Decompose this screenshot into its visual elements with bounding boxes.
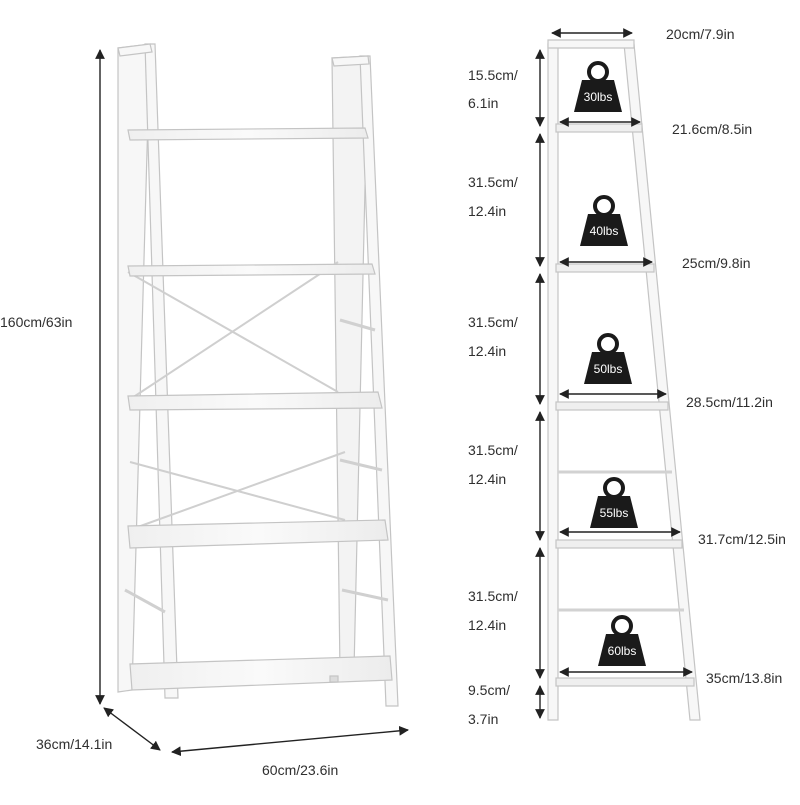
weight-label: 30lbs [584, 90, 613, 104]
spacing-4-cm: 31.5cm/ [468, 442, 518, 458]
spacing-5-cm: 31.5cm/ [468, 588, 518, 604]
spacing-1-cm: 15.5cm/ [468, 67, 518, 83]
rear-right-frame [331, 55, 369, 673]
weight-label: 55lbs [600, 506, 629, 520]
depth-label: 36cm/14.1in [36, 736, 113, 752]
top-bar-left [117, 43, 153, 57]
weight-label: 40lbs [590, 224, 619, 238]
side-view-ladder [547, 39, 701, 721]
width-arrow [171, 725, 409, 757]
spacing-2-cm: 31.5cm/ [468, 174, 518, 190]
shelf-3 [127, 391, 383, 411]
front-dimension-arrows [95, 49, 409, 757]
height-label: 160cm/63in [0, 314, 73, 330]
shelf-5 [129, 655, 393, 691]
weight-icons: 30lbs 40lbs 50lbs 55lbs 60lbs [574, 61, 646, 666]
front-view-shelf [117, 43, 399, 707]
top-bar-right [331, 55, 370, 67]
spacing-5-in: 12.4in [468, 617, 507, 633]
width-label: 60cm/23.6in [262, 762, 339, 778]
side-front-leg [623, 43, 701, 721]
spacing-3-cm: 31.5cm/ [468, 314, 518, 330]
weight-icon-60lbs: 60lbs [598, 615, 646, 666]
weight-icon-55lbs: 55lbs [590, 477, 638, 528]
shelf-4 [127, 519, 389, 549]
shelf-1 [127, 127, 369, 141]
shelf-width-4: 31.7cm/12.5in [698, 531, 786, 547]
spacing-6-in: 3.7in [468, 711, 499, 727]
shelf-width-2: 25cm/9.8in [682, 255, 751, 271]
front-right-leg [359, 55, 399, 707]
shelf-width-3: 28.5cm/11.2in [686, 394, 773, 410]
side-rear-post [547, 43, 559, 721]
spacing-2-in: 12.4in [468, 203, 507, 219]
weight-label: 60lbs [608, 644, 637, 658]
weight-label: 50lbs [594, 362, 623, 376]
shelf-width-5: 35cm/13.8in [706, 670, 783, 686]
spacing-3-in: 12.4in [468, 343, 507, 359]
spacing-4-in: 12.4in [468, 471, 507, 487]
side-dimension-arrows [535, 28, 693, 719]
weight-icon-40lbs: 40lbs [580, 195, 628, 246]
top-width-label: 20cm/7.9in [666, 26, 735, 42]
shelf-width-1: 21.6cm/8.5in [672, 121, 753, 137]
spacing-1-in: 6.1in [468, 95, 499, 111]
weight-icon-50lbs: 50lbs [584, 333, 632, 384]
shelf-2 [127, 263, 376, 277]
spacing-6-cm: 9.5cm/ [468, 682, 511, 698]
weight-icon-30lbs: 30lbs [574, 61, 622, 112]
depth-arrow [103, 707, 161, 751]
